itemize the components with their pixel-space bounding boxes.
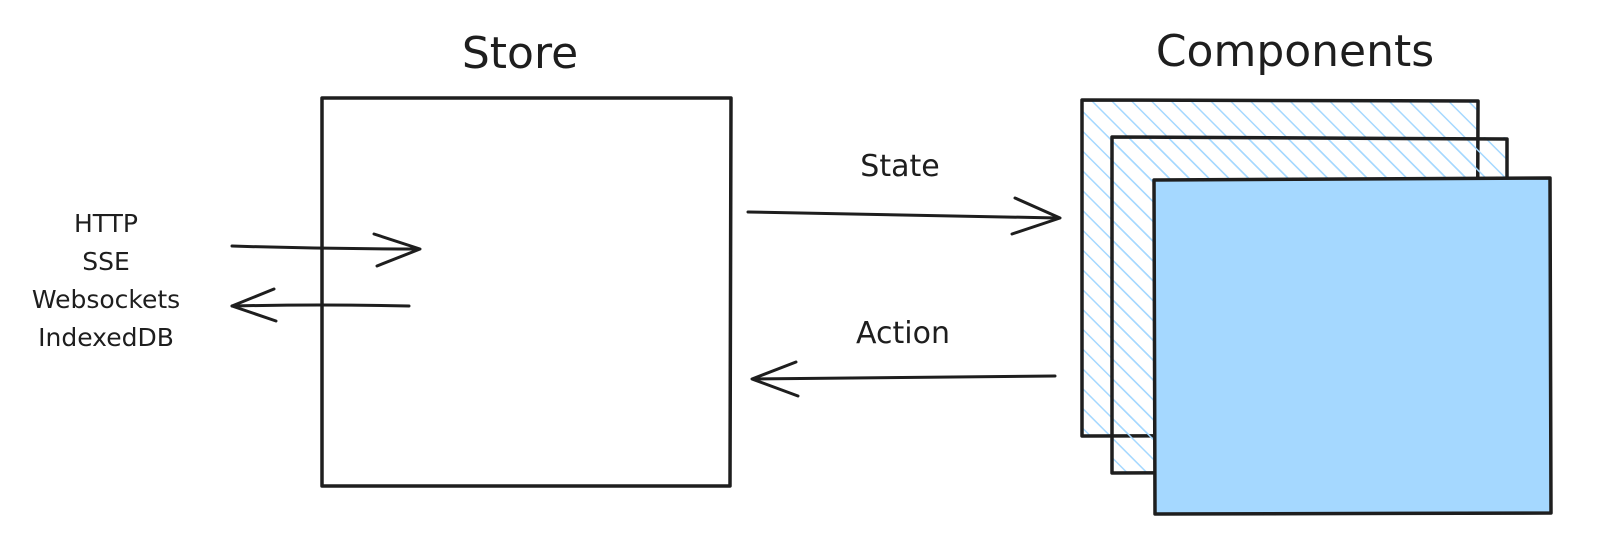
store-box	[320, 96, 733, 488]
components-title: Components	[1156, 26, 1434, 77]
store-title: Store	[462, 28, 578, 79]
inbound-arrow	[230, 232, 422, 268]
component-card-front	[1152, 176, 1553, 516]
state-label: State	[860, 149, 939, 184]
source-list: HTTP SSE Websockets IndexedDB	[32, 209, 180, 352]
source-item-indexeddb: IndexedDB	[38, 323, 174, 352]
action-label: Action	[856, 316, 950, 351]
source-item-http: HTTP	[74, 209, 138, 238]
outbound-arrow	[230, 287, 411, 323]
source-item-sse: SSE	[82, 247, 130, 276]
action-arrow	[750, 360, 1057, 398]
source-item-websockets: Websockets	[32, 285, 180, 314]
state-arrow	[746, 196, 1062, 236]
